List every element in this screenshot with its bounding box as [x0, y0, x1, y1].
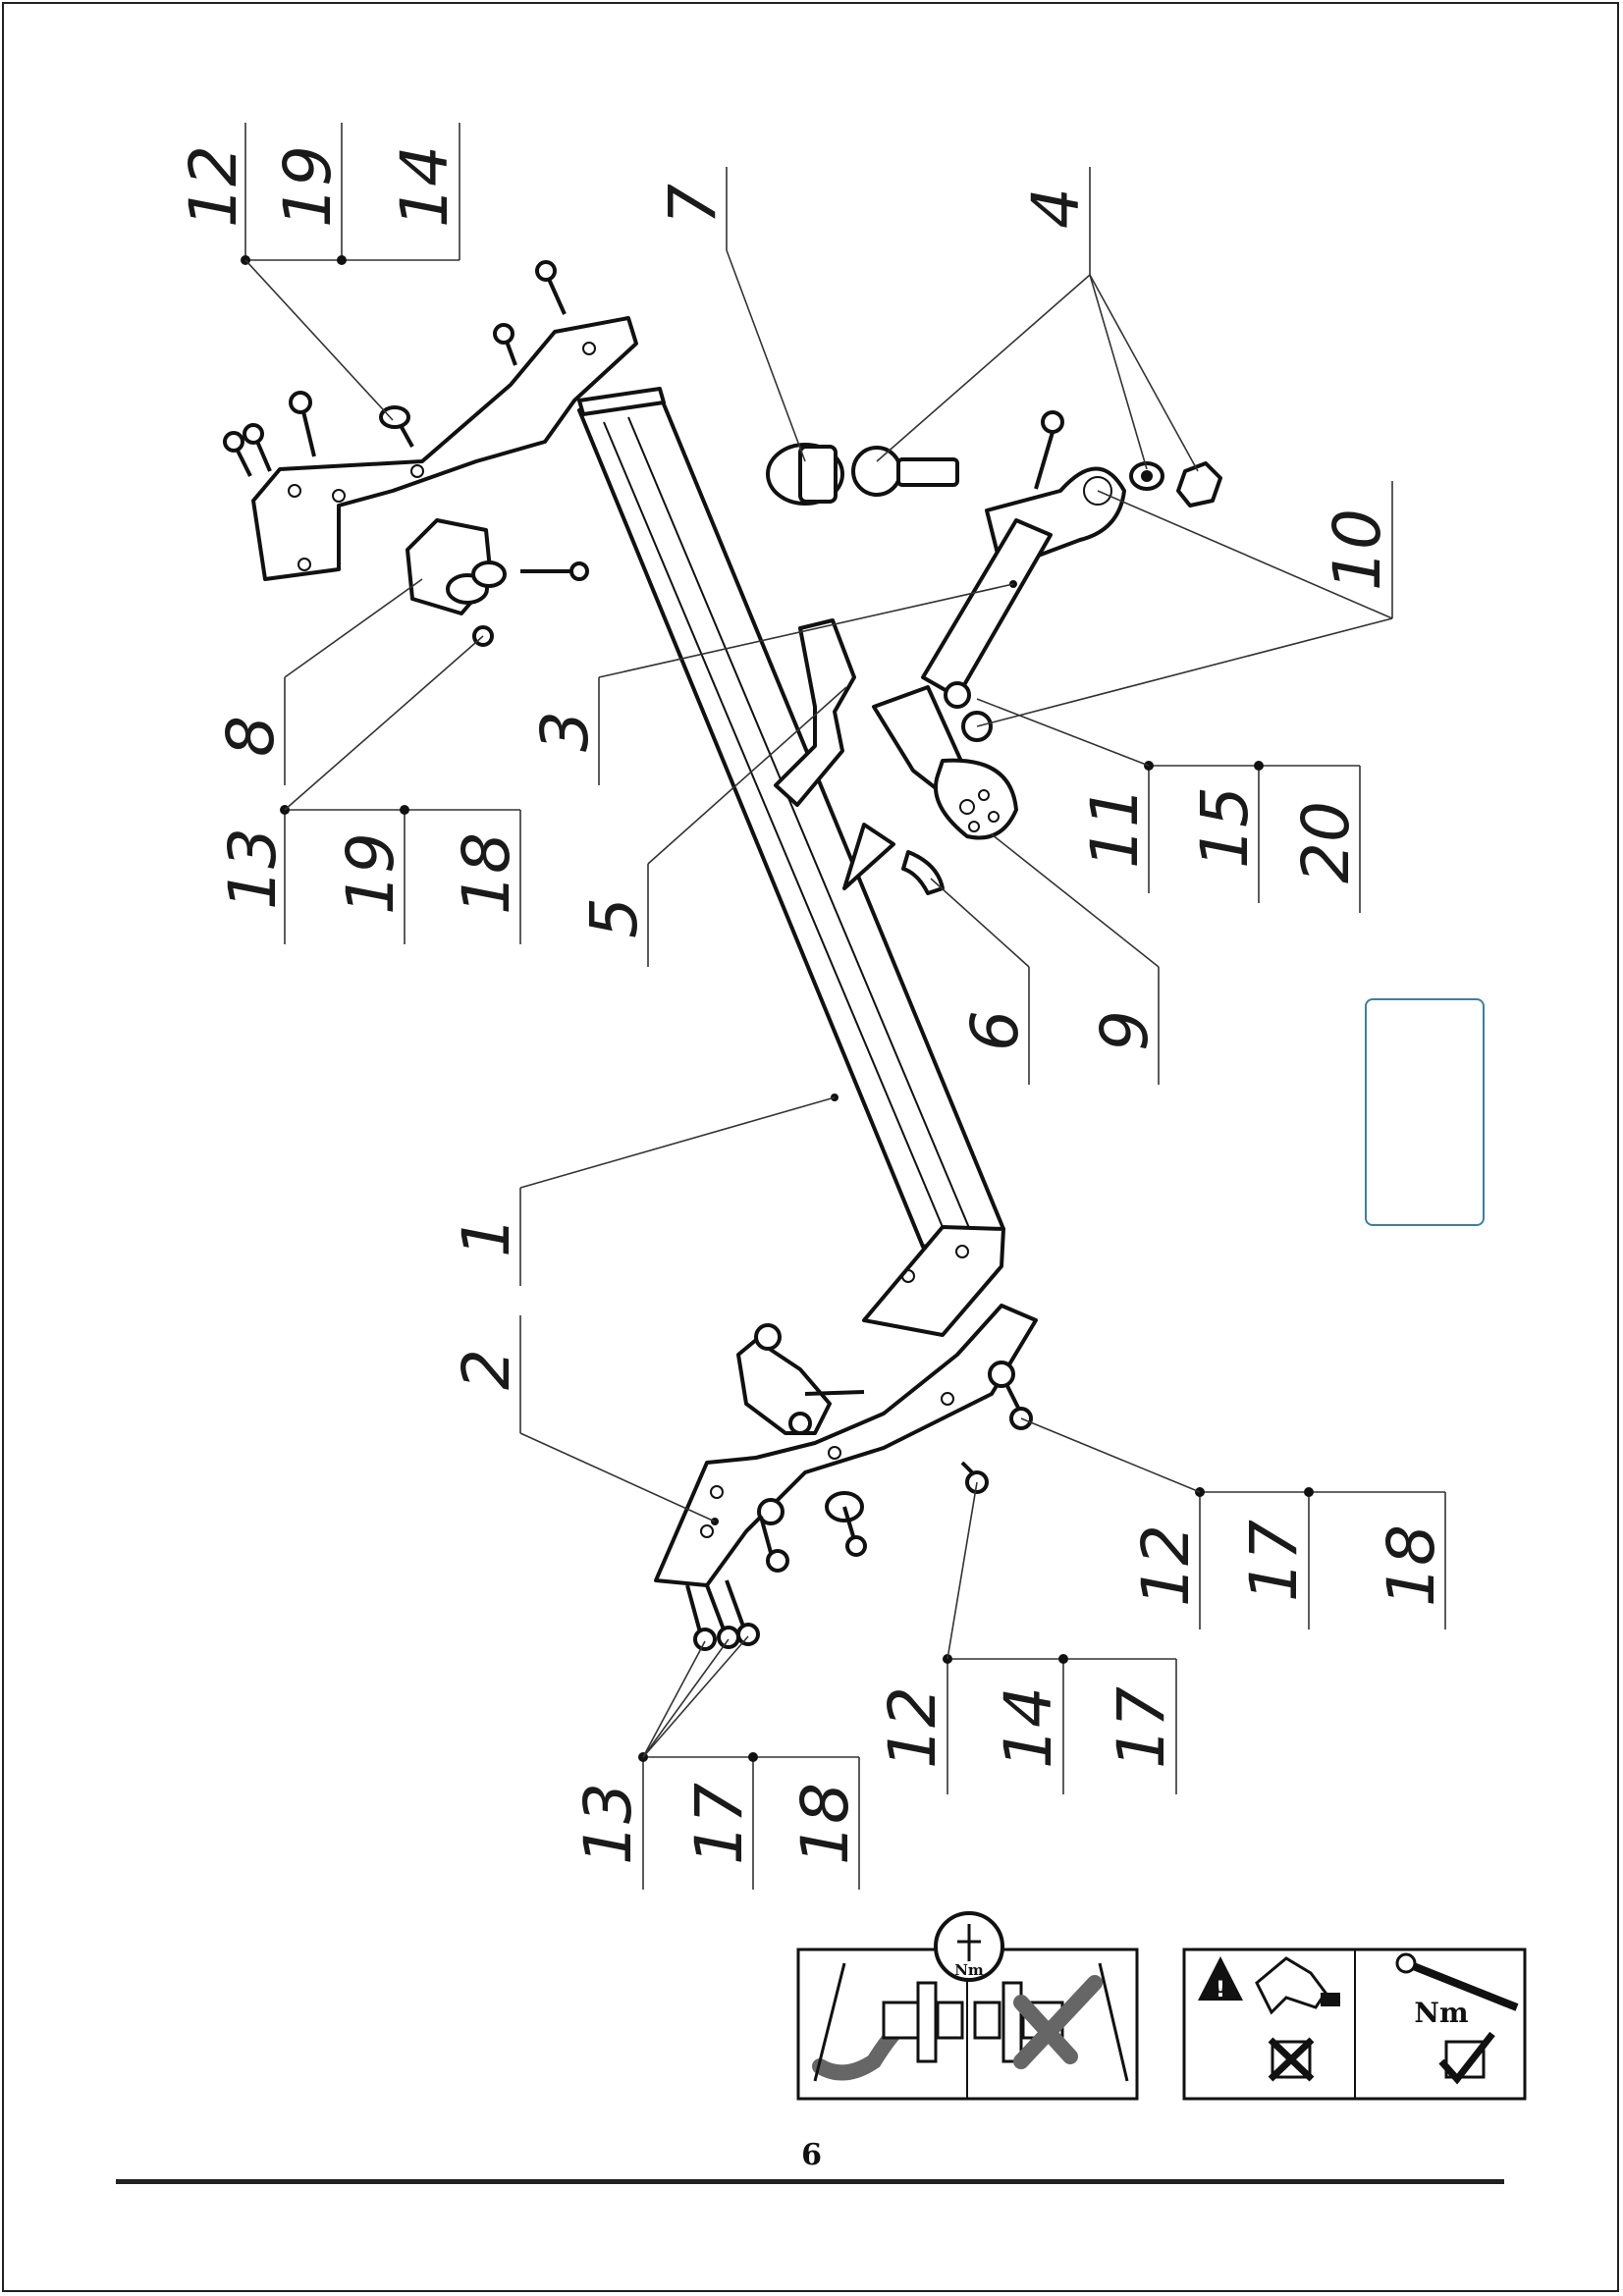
wrench-check-icon: [812, 1962, 964, 2082]
callout-8: 8: [213, 716, 289, 757]
footer-rule: [116, 2179, 1504, 2184]
left-side-bracket: [654, 1225, 1038, 1651]
callout-18-c: 18: [787, 1783, 863, 1865]
callout-19-a: 19: [270, 145, 346, 228]
callout-14-b: 14: [991, 1686, 1066, 1769]
callout-labels: 12 19 14 7 4 8 3 10 13 19 18 5 11 15 20 …: [176, 145, 1449, 1865]
torque-wrench-label: Nm: [1414, 1997, 1468, 2029]
bolt-set-bottom: [685, 1361, 1033, 1651]
callout-3: 3: [527, 711, 603, 752]
callout-17-a: 17: [1236, 1520, 1312, 1602]
callout-5: 5: [576, 897, 652, 938]
callout-7: 7: [655, 184, 730, 225]
torque-sequence-panel: Nm: [796, 1911, 1139, 2101]
torque-wrench-icon: Nm: [1395, 1952, 1519, 2029]
cross-box-icon: [1268, 2037, 1315, 2082]
callout-14-a: 14: [387, 145, 462, 228]
leader-lines: [241, 123, 1446, 1890]
crossbar-tube: [577, 387, 1005, 1249]
callout-15: 15: [1187, 786, 1263, 869]
check-box-icon: [1438, 2031, 1495, 2085]
torque-icon-label: Nm: [954, 1961, 984, 1979]
callout-10: 10: [1320, 508, 1395, 591]
wrench-cross-icon: [973, 1962, 1129, 2082]
callout-11: 11: [1077, 786, 1153, 869]
callout-13-b: 13: [570, 1783, 646, 1865]
callout-18-a: 18: [449, 832, 524, 915]
warning-icon: !: [1198, 1956, 1243, 2002]
callout-6: 6: [957, 1010, 1033, 1051]
callout-17-b: 17: [1104, 1686, 1179, 1769]
callout-18-b: 18: [1374, 1524, 1449, 1607]
callout-17-c: 17: [681, 1783, 757, 1865]
callout-13-a: 13: [215, 828, 291, 910]
impact-wrench-icon: [1255, 1956, 1340, 2015]
callout-1: 1: [449, 1216, 524, 1257]
svg-text:!: !: [1216, 1978, 1225, 2002]
tow-bar-arm: [774, 518, 1053, 895]
callout-12-c: 12: [875, 1686, 950, 1769]
callout-19-b: 19: [333, 832, 408, 915]
callout-20: 20: [1288, 801, 1364, 883]
tow-ball-parts: [766, 410, 1222, 571]
torque-icon: Nm: [934, 1911, 1004, 1982]
side-plate-small: [736, 1323, 865, 1435]
right-side-bracket: [223, 260, 638, 647]
callout-9: 9: [1087, 1010, 1163, 1051]
callout-2: 2: [449, 1349, 524, 1390]
page-number: 6: [801, 2138, 822, 2172]
callout-12-b: 12: [1128, 1524, 1204, 1607]
bolt-set-top: [223, 260, 567, 477]
block-plate-8: [406, 518, 589, 647]
blank-label-box: [1365, 998, 1485, 1226]
callout-12-a: 12: [176, 145, 251, 228]
callout-4: 4: [1018, 187, 1094, 229]
tool-usage-panel: ! Nm: [1182, 1948, 1527, 2101]
